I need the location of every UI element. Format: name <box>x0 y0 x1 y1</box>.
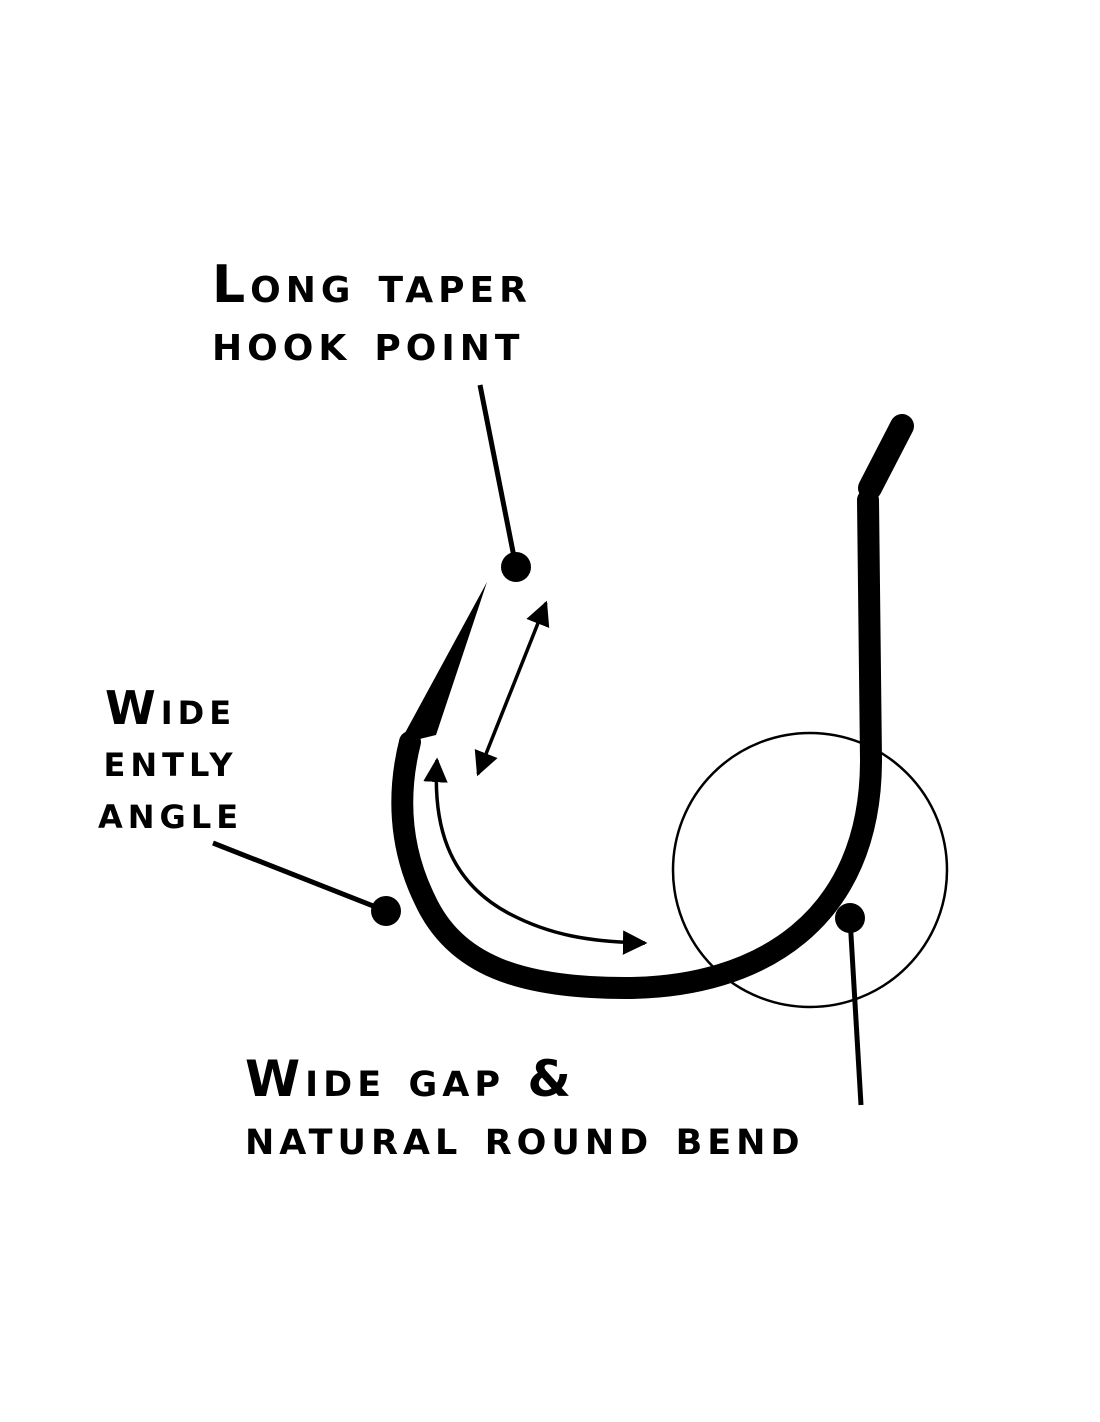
hook-point-label-line-2: hook point <box>212 313 525 373</box>
entry-angle-leader-dot <box>371 896 401 926</box>
gap-bend-leader-dot <box>835 903 865 933</box>
hook-point-label: Long taper hook point <box>212 256 532 372</box>
hook-eye <box>858 414 914 500</box>
bend-circle <box>671 731 949 1009</box>
bend-arrow <box>423 757 648 955</box>
hook-body <box>391 489 882 999</box>
hook-point <box>399 582 487 744</box>
gap-bend-label: Wide gap & natural round bend <box>245 1050 805 1166</box>
entry-angle-label-line-3: angle <box>98 785 244 839</box>
hook-point-leader-dot <box>501 552 531 582</box>
entry-angle-label-line-2: ently <box>103 733 238 787</box>
gap-bend-leader-line <box>847 917 864 1106</box>
entry-angle-leader-line <box>212 840 387 914</box>
hook-point-leader-line <box>477 384 519 568</box>
entry-angle-label: Wide ently angle <box>98 682 243 838</box>
taper-arrow <box>474 600 550 777</box>
gap-bend-label-line-2: natural round bend <box>245 1108 805 1166</box>
hook-point-label-line-1: Long taper <box>212 255 532 315</box>
entry-angle-label-line-1: Wide <box>104 681 237 735</box>
gap-bend-label-line-1: Wide gap & <box>245 1050 577 1108</box>
